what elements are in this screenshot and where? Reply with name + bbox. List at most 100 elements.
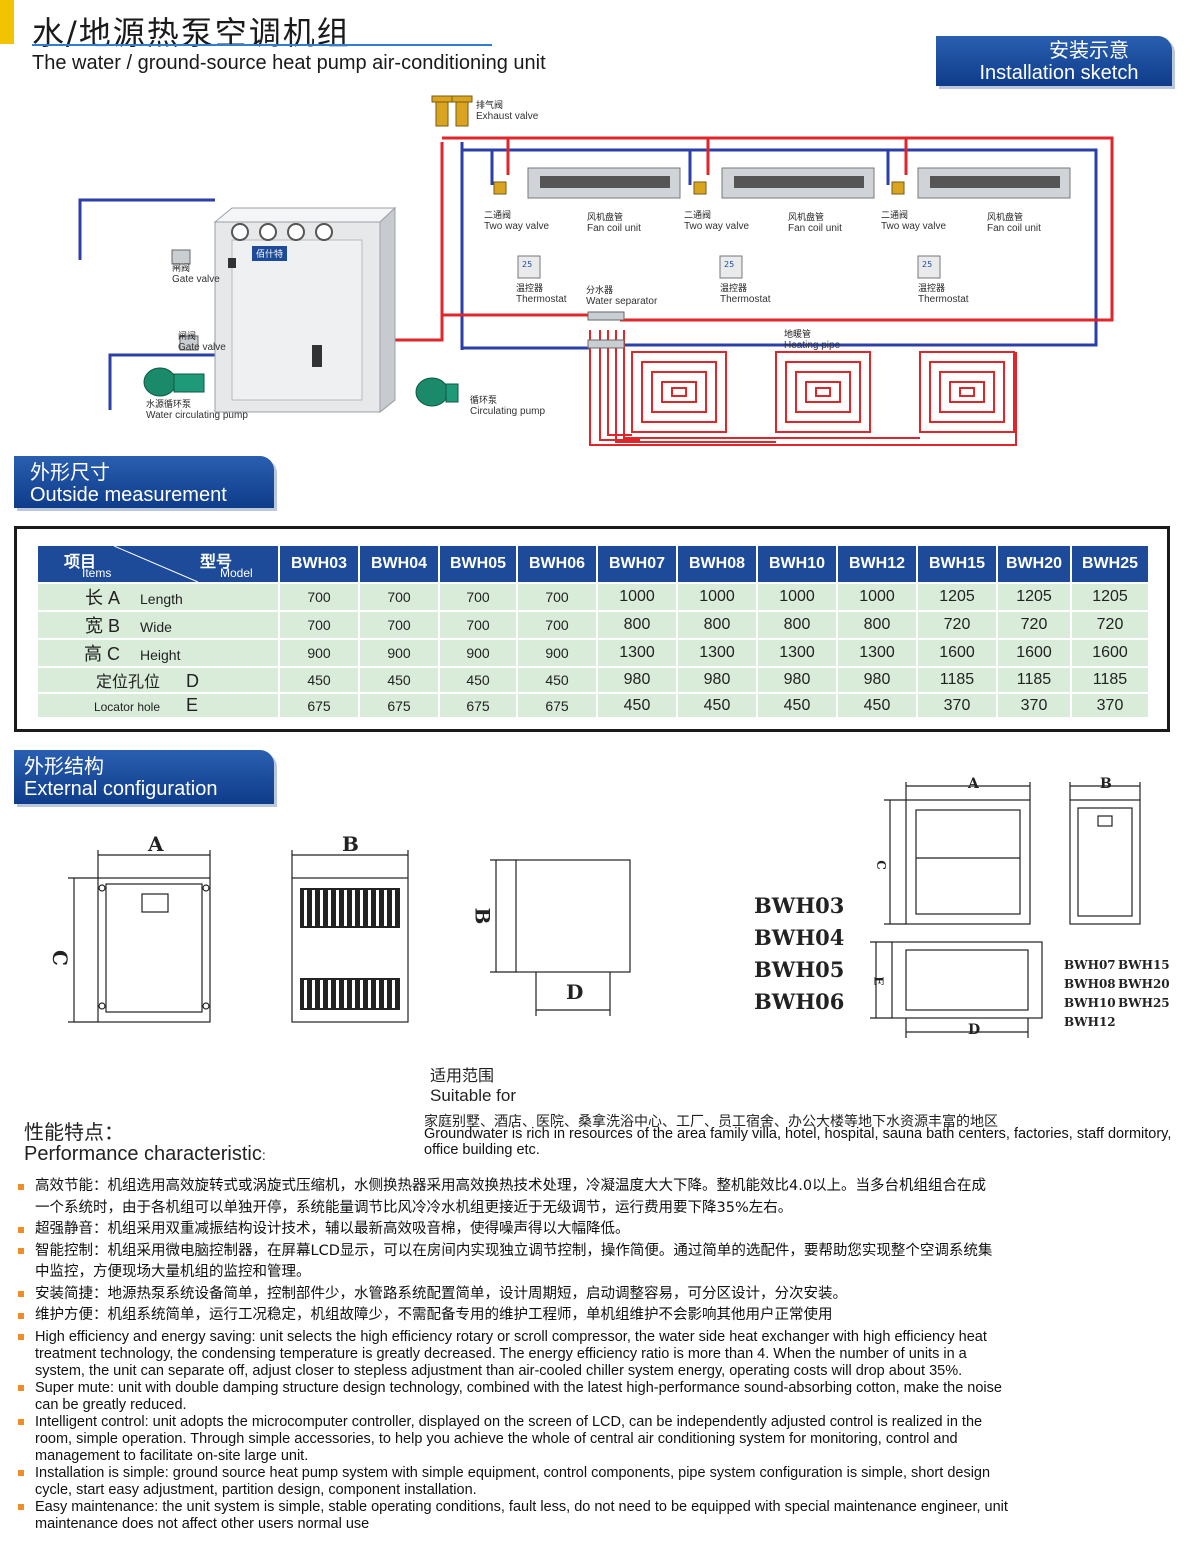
top-view-drawing [490,859,631,1016]
thermostat-icon [517,255,941,279]
model-col: BWH04 [360,546,438,582]
bullet-square-icon [18,1385,24,1391]
bullet-square-icon [18,1470,24,1476]
outside-measurement-en: Outside measurement [30,484,227,506]
table-cell: 1000 [598,584,676,610]
installation-sketch-en: Installation sketch [979,62,1139,84]
heat-pump-unit [213,206,397,414]
large-model-list-col2: BWH15 BWH20 BWH25 [1118,958,1170,1010]
table-cell: 720 [1072,612,1148,638]
dim-D-large-label: D [968,1022,981,1038]
row-label-en: Length [140,591,183,607]
row-label-key: E [186,695,199,715]
table-cell: 1600 [918,640,996,666]
table-cell: 700 [360,612,438,638]
table-cell: 450 [440,668,516,692]
page-title-en: The water / ground-source heat pump air-… [32,52,546,74]
spec-table: 项目 Items 型号 Model BWH03 BWH04 BWH05 BWH0… [36,544,1150,719]
row-label: Locator hole E [38,694,278,717]
suitable-desc-cn: 家庭别墅、酒店、医院、桑拿洗浴中心、工厂、员工宿舍、办公大楼等地下水资源丰富的地… [424,1114,998,1130]
model-col: BWH06 [518,546,596,582]
table-cell: 900 [280,640,358,666]
list-item-line: 维护方便：机组系统简单，运行工况稳定，机组故障少，不需配备专用的维护工程师，单机… [35,1307,833,1323]
list-item-line: room, simple operation. Through simple a… [35,1430,958,1447]
table-cell: 1185 [998,668,1070,692]
performance-title-cn: 性能特点： [24,1120,124,1144]
outside-measurement-tag: 外形尺寸 Outside measurement [14,456,274,508]
table-cell: 675 [518,694,596,717]
items-header-cn: 项目 [64,554,97,571]
fan-coil-unit-2 [721,167,875,199]
table-cell: 675 [280,694,358,717]
large-top-view-drawing [870,941,1043,1038]
external-configuration-cn: 外形结构 [24,756,104,778]
model-col: BWH10 [758,546,836,582]
table-header-row: 项目 Items 型号 Model BWH03 BWH04 BWH05 BWH0… [38,546,1148,582]
list-item-line: can be greatly reduced. [35,1396,187,1413]
table-cell: 700 [518,612,596,638]
circulating-pump-icon [415,377,459,407]
dim-E-large-label: E [871,976,886,986]
water-separator-icon [587,311,625,349]
table-cell: 720 [998,612,1070,638]
list-item-line: Installation is simple: ground source he… [35,1464,991,1481]
table-cell: 450 [360,668,438,692]
table-cell: 450 [678,694,756,717]
suitable-for-cn: 适用范围 [430,1066,495,1085]
locator-hole-en: Locator hole [93,700,160,714]
page-title-cn: 水/地源热泵空调机组 [32,14,351,52]
model-col: BWH08 [678,546,756,582]
spec-table-frame [14,526,1170,732]
model-header-cn: 型号 [200,554,233,571]
heating-pipe-2 [615,330,871,443]
model-col: BWH20 [998,546,1070,582]
dim-A-label: A [148,832,164,856]
model-header-en: Model [220,566,253,580]
title-accent-bar [0,0,14,44]
exhaust-valve-icon [431,95,473,127]
two-way-valve-icon [493,181,905,195]
front-view-drawing [68,850,211,1023]
row-label-en: Wide [140,619,172,635]
table-cell: 1000 [838,584,916,610]
list-item-line: 高效节能：机组选用高效旋转式或涡旋式压缩机，水侧换热器采用高效换热技术处理，冷凝… [35,1178,987,1194]
list-item-line: system, the unit can separate off, adjus… [35,1362,963,1379]
list-item-line: cycle, start easy adjustment, partition … [35,1481,477,1498]
table-cell: 700 [518,584,596,610]
bullet-square-icon [18,1291,24,1298]
list-item-line: Intelligent control: unit adopts the mic… [35,1413,983,1430]
water-circulating-pump-icon [143,367,205,397]
row-label-cn: 长 A [84,588,120,608]
table-cell: 800 [678,612,756,638]
bullet-square-icon [18,1419,24,1425]
table-cell: 700 [440,584,516,610]
table-cell: 1185 [1072,668,1148,692]
side-view-drawing [291,850,409,1023]
bullet-square-icon [18,1312,24,1319]
large-model-list-col1: BWH07 BWH08 BWH10 BWH12 [1064,958,1116,1029]
table-cell: 1300 [678,640,756,666]
table-cell: 450 [280,668,358,692]
dim-B-side-label: B [470,907,495,925]
dim-B-label: B [342,832,359,856]
suitable-desc-en: Groundwater is rich in resources of the … [424,1126,1172,1158]
table-cell: 980 [838,668,916,692]
title-underline [32,44,492,46]
table-cell: 720 [918,612,996,638]
performance-title-colon: : [261,1147,266,1163]
model-col: BWH12 [838,546,916,582]
table-cell: 900 [518,640,596,666]
large-front-view-drawing [884,782,1031,925]
table-cell: 1185 [918,668,996,692]
installation-sketch-cn: 安装示意 [1049,40,1129,62]
external-configuration-en: External configuration [24,778,218,800]
